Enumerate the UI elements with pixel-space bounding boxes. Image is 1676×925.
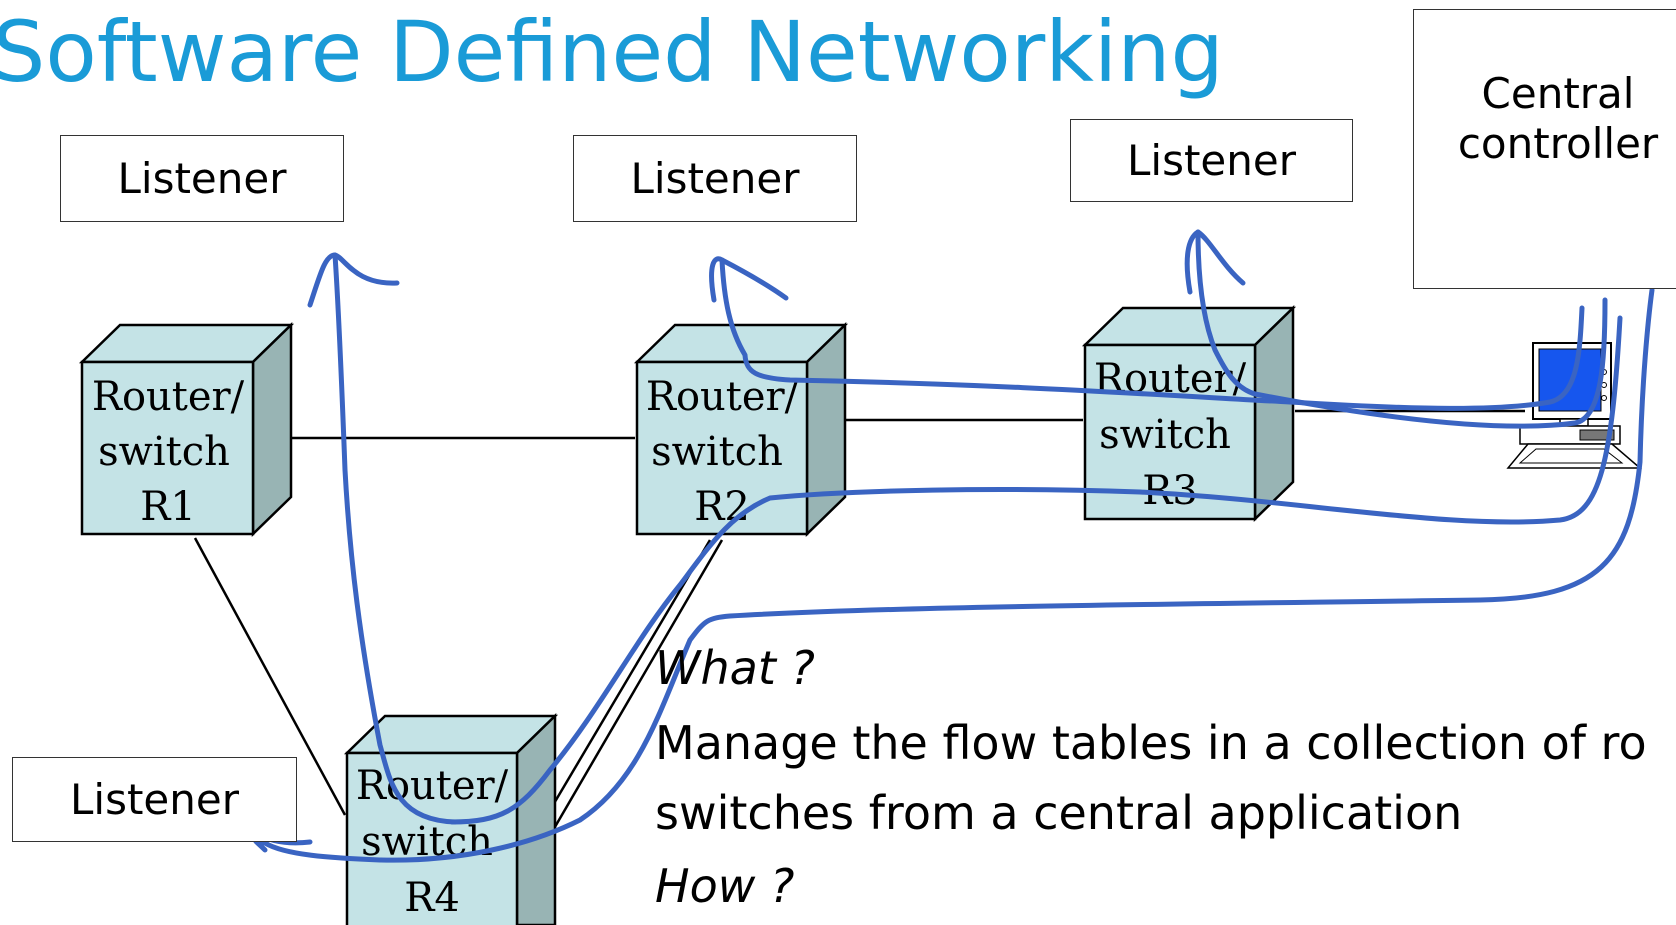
link-r2-r4-b — [550, 539, 724, 833]
router-r2: Router/ switch R2 — [633, 322, 849, 537]
ink-stroke-r4-to-listener-1 — [332, 252, 458, 825]
ink-stroke-listener-2-to-controller — [719, 257, 1585, 411]
listener-box-4: Listener — [12, 757, 297, 842]
router-r1-label-3: R1 — [140, 484, 196, 530]
what-description-line-2: switches from a central application — [655, 786, 1463, 840]
listener-box-1: Listener — [60, 135, 344, 222]
listener-box-3: Listener — [1070, 119, 1353, 202]
controller-label-line-2: controller — [1457, 119, 1659, 168]
router-r4-label-1: Router/ — [356, 763, 509, 809]
router-r2-label-2: switch — [651, 429, 783, 475]
slide-title: Software Defined Networking — [0, 3, 1224, 101]
router-r1-label-2: switch — [98, 429, 230, 475]
router-r1: Router/ switch R1 — [78, 322, 295, 537]
router-r4-label-3: R4 — [404, 875, 460, 921]
central-controller-box: Central controller — [1413, 9, 1676, 289]
router-r1-label-1: Router/ — [92, 374, 245, 420]
ink-arrow-listener-3 — [1184, 229, 1246, 295]
router-r2-label-1: Router/ — [646, 374, 799, 420]
network-links — [193, 409, 1525, 833]
router-r3-label-2: switch — [1099, 412, 1231, 458]
link-r2-r4-a — [538, 539, 712, 828]
body-text: What ? Manage the flow tables in a colle… — [655, 640, 1647, 914]
router-r4: Router/ switch R4 — [343, 713, 559, 925]
how-heading: How ? — [655, 859, 795, 913]
router-r2-label-3: R2 — [694, 484, 750, 530]
what-description-line-1: Manage the flow tables in a collection o… — [655, 716, 1647, 770]
link-r1-r4 — [193, 537, 347, 816]
ink-stroke-r4-to-controller-a — [449, 315, 1623, 825]
listener-box-2: Listener — [573, 135, 857, 222]
ink-stroke-listener-4-to-controller — [253, 287, 1655, 863]
router-r3: Router/ switch R3 — [1081, 305, 1297, 522]
what-description: Manage the flow tables in a collection o… — [655, 708, 1647, 848]
ink-arrow-listener-1 — [307, 252, 400, 308]
ink-stroke-listener-3-to-controller — [1195, 229, 1608, 429]
controller-label-line-1: Central — [1481, 68, 1635, 118]
what-heading: What ? — [655, 641, 815, 695]
ink-annotations — [253, 229, 1655, 863]
